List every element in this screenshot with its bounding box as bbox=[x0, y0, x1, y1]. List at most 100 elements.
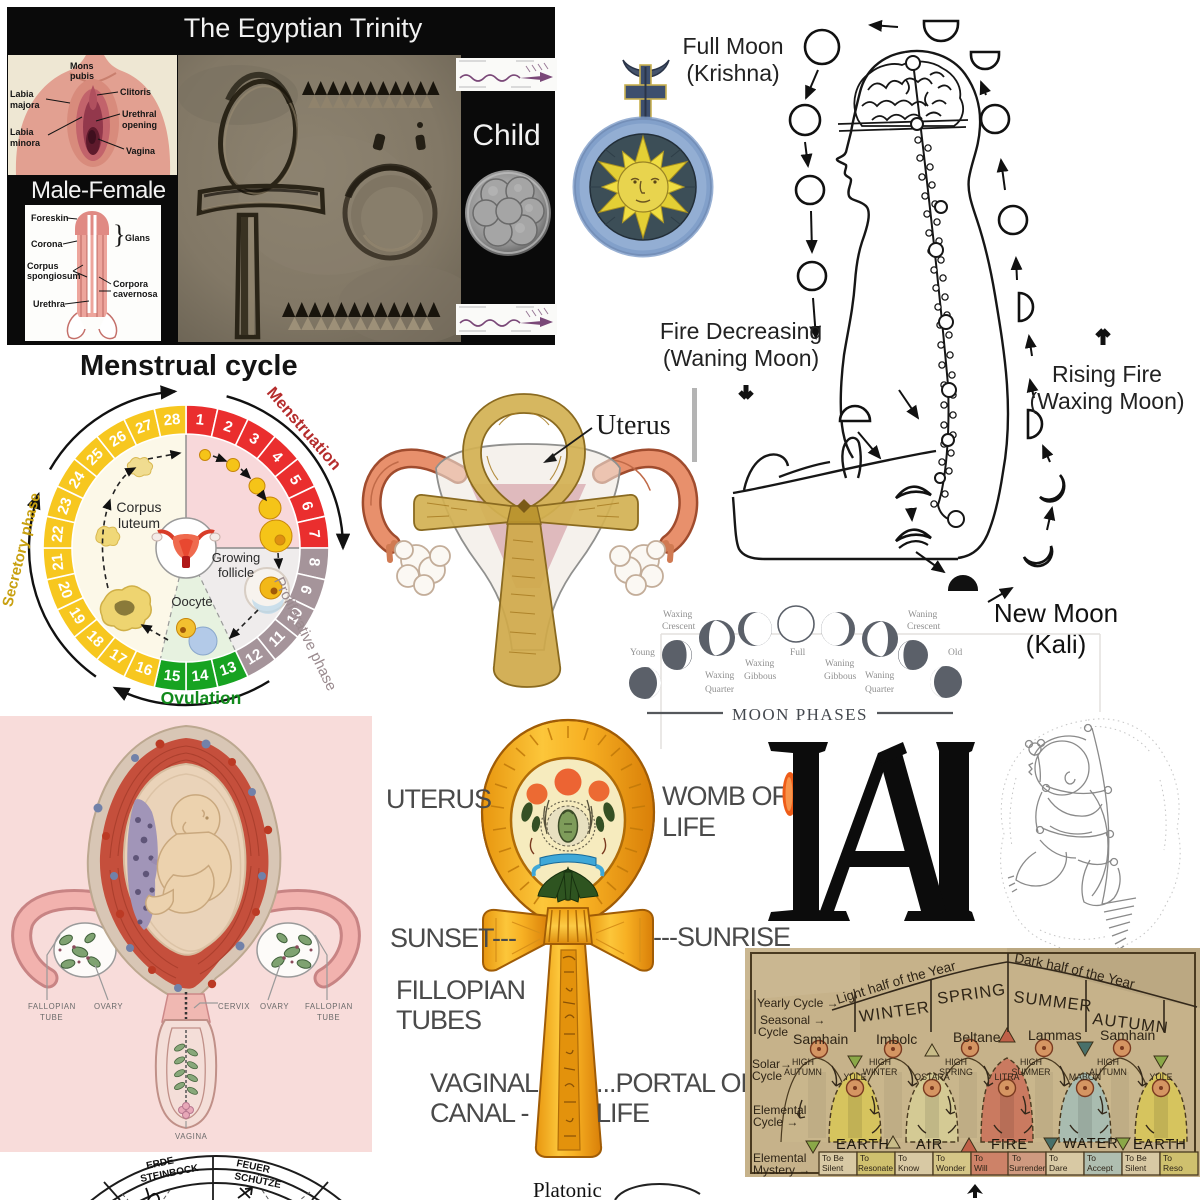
svg-text:Gibbous: Gibbous bbox=[744, 672, 777, 682]
svg-text:Corpora: Corpora bbox=[113, 279, 149, 289]
svg-text:Urethral: Urethral bbox=[122, 109, 157, 119]
svg-text:AUTUMN: AUTUMN bbox=[1089, 1067, 1127, 1077]
svg-text:Waning: Waning bbox=[825, 659, 855, 669]
svg-text:Silent: Silent bbox=[1125, 1163, 1147, 1173]
svg-text:21: 21 bbox=[49, 553, 68, 571]
svg-text:Mystery →: Mystery → bbox=[753, 1163, 810, 1177]
svg-text:13: 13 bbox=[217, 658, 238, 680]
svg-text:To Be: To Be bbox=[1125, 1153, 1147, 1163]
svg-text:Cycle: Cycle bbox=[758, 1025, 788, 1039]
svg-text:Corpus: Corpus bbox=[116, 499, 161, 515]
svg-text:19: 19 bbox=[65, 604, 88, 627]
svg-text:Surrender: Surrender bbox=[1009, 1164, 1046, 1173]
svg-text:Beltane: Beltane bbox=[953, 1029, 1001, 1045]
svg-text:spongiosum: spongiosum bbox=[27, 271, 81, 281]
svg-text:Silent: Silent bbox=[822, 1163, 844, 1173]
svg-text:WATER: WATER bbox=[1063, 1136, 1119, 1152]
svg-text:HIGH: HIGH bbox=[945, 1057, 967, 1067]
svg-text:10: 10 bbox=[283, 604, 306, 627]
svg-text:Oocyte: Oocyte bbox=[171, 594, 212, 609]
svg-text:To: To bbox=[1087, 1153, 1096, 1163]
svg-text:17: 17 bbox=[106, 645, 129, 668]
svg-text:FALLOPIAN: FALLOPIAN bbox=[305, 1002, 353, 1011]
svg-text:Waning: Waning bbox=[865, 671, 895, 681]
svg-text:Labia: Labia bbox=[10, 89, 35, 99]
svg-text:HIGH: HIGH bbox=[869, 1057, 891, 1067]
svg-text:Gibbous: Gibbous bbox=[824, 672, 857, 682]
svg-text:TUBE: TUBE bbox=[317, 1013, 340, 1022]
svg-text:1: 1 bbox=[195, 411, 205, 429]
svg-text:Crescent: Crescent bbox=[662, 622, 696, 632]
svg-text:Accept: Accept bbox=[1087, 1163, 1114, 1173]
svg-text:Quarter: Quarter bbox=[865, 685, 895, 695]
svg-text:Vagina: Vagina bbox=[126, 146, 156, 156]
svg-text:Solar→: Solar→ bbox=[752, 1057, 792, 1071]
svg-text:SUMMER: SUMMER bbox=[1011, 1067, 1050, 1077]
svg-text:}: } bbox=[113, 220, 125, 249]
svg-text:16: 16 bbox=[133, 658, 154, 680]
svg-text:Growing: Growing bbox=[212, 550, 260, 565]
svg-text:Samhain: Samhain bbox=[1100, 1027, 1155, 1043]
svg-text:12: 12 bbox=[242, 645, 265, 668]
svg-text:WINTER: WINTER bbox=[863, 1067, 898, 1077]
svg-text:Seasonal →: Seasonal → bbox=[760, 1013, 825, 1027]
svg-text:Waxing: Waxing bbox=[745, 659, 775, 669]
svg-text:HIGH: HIGH bbox=[1020, 1057, 1042, 1067]
svg-text:To Be: To Be bbox=[822, 1153, 844, 1163]
svg-text:minora: minora bbox=[10, 138, 41, 148]
svg-text:To: To bbox=[936, 1153, 945, 1163]
svg-text:EARTH: EARTH bbox=[836, 1137, 890, 1153]
svg-text:HIGH: HIGH bbox=[1097, 1057, 1119, 1067]
svg-text:Samhain: Samhain bbox=[793, 1031, 848, 1047]
svg-text:OVARY: OVARY bbox=[94, 1002, 123, 1011]
svg-text:LITRA: LITRA bbox=[995, 1072, 1020, 1082]
svg-text:23: 23 bbox=[54, 495, 76, 516]
svg-text:pubis: pubis bbox=[70, 71, 94, 81]
svg-text:Elemental: Elemental bbox=[753, 1103, 806, 1117]
svg-text:YULE: YULE bbox=[844, 1072, 867, 1082]
svg-text:To: To bbox=[1163, 1153, 1172, 1163]
svg-text:OSTARA: OSTARA bbox=[914, 1072, 950, 1082]
svg-text:26: 26 bbox=[106, 427, 129, 450]
svg-text:Will: Will bbox=[974, 1163, 988, 1173]
svg-text:SPRING: SPRING bbox=[939, 1067, 973, 1077]
svg-text:CERVIX: CERVIX bbox=[218, 1002, 250, 1011]
svg-text:To: To bbox=[1049, 1153, 1058, 1163]
svg-text:Clitoris: Clitoris bbox=[120, 87, 151, 97]
svg-text:22: 22 bbox=[49, 525, 68, 543]
svg-text:Know: Know bbox=[898, 1163, 920, 1173]
svg-text:luteum: luteum bbox=[118, 515, 160, 531]
svg-text:cavernosa: cavernosa bbox=[113, 289, 159, 299]
svg-text:14: 14 bbox=[191, 667, 210, 686]
svg-text:Cycle: Cycle bbox=[752, 1069, 782, 1083]
svg-text:To: To bbox=[898, 1153, 907, 1163]
svg-text:Uterus: Uterus bbox=[596, 410, 671, 441]
svg-text:8: 8 bbox=[305, 557, 323, 567]
svg-text:Wonder: Wonder bbox=[936, 1163, 966, 1173]
svg-text:To: To bbox=[974, 1153, 983, 1163]
svg-text:7: 7 bbox=[305, 529, 323, 539]
svg-text:Waxing: Waxing bbox=[705, 671, 735, 681]
svg-text:VAGINA: VAGINA bbox=[175, 1132, 208, 1141]
svg-text:Corona: Corona bbox=[31, 239, 63, 249]
svg-text:27: 27 bbox=[133, 416, 154, 438]
svg-text:Elemental: Elemental bbox=[753, 1151, 806, 1165]
svg-text:Dare: Dare bbox=[1049, 1163, 1068, 1173]
svg-text:Waxing: Waxing bbox=[663, 610, 693, 620]
svg-text:Full: Full bbox=[790, 648, 806, 658]
svg-text:Corpus: Corpus bbox=[27, 261, 59, 271]
svg-text:Reso: Reso bbox=[1163, 1163, 1183, 1173]
svg-text:Old: Old bbox=[948, 648, 963, 658]
svg-text:Imbolc: Imbolc bbox=[876, 1031, 917, 1047]
svg-text:28: 28 bbox=[163, 411, 181, 430]
svg-text:TUBE: TUBE bbox=[40, 1013, 63, 1022]
svg-text:Waning: Waning bbox=[908, 610, 938, 620]
svg-text:20: 20 bbox=[54, 579, 76, 600]
svg-text:follicle: follicle bbox=[218, 565, 254, 580]
svg-text:AIR: AIR bbox=[916, 1137, 943, 1153]
svg-text:To: To bbox=[860, 1153, 869, 1163]
svg-text:AUTUMN: AUTUMN bbox=[784, 1067, 822, 1077]
svg-text:Mons: Mons bbox=[70, 61, 94, 71]
svg-text:Cycle →: Cycle → bbox=[753, 1115, 798, 1129]
svg-text:OVARY: OVARY bbox=[260, 1002, 289, 1011]
